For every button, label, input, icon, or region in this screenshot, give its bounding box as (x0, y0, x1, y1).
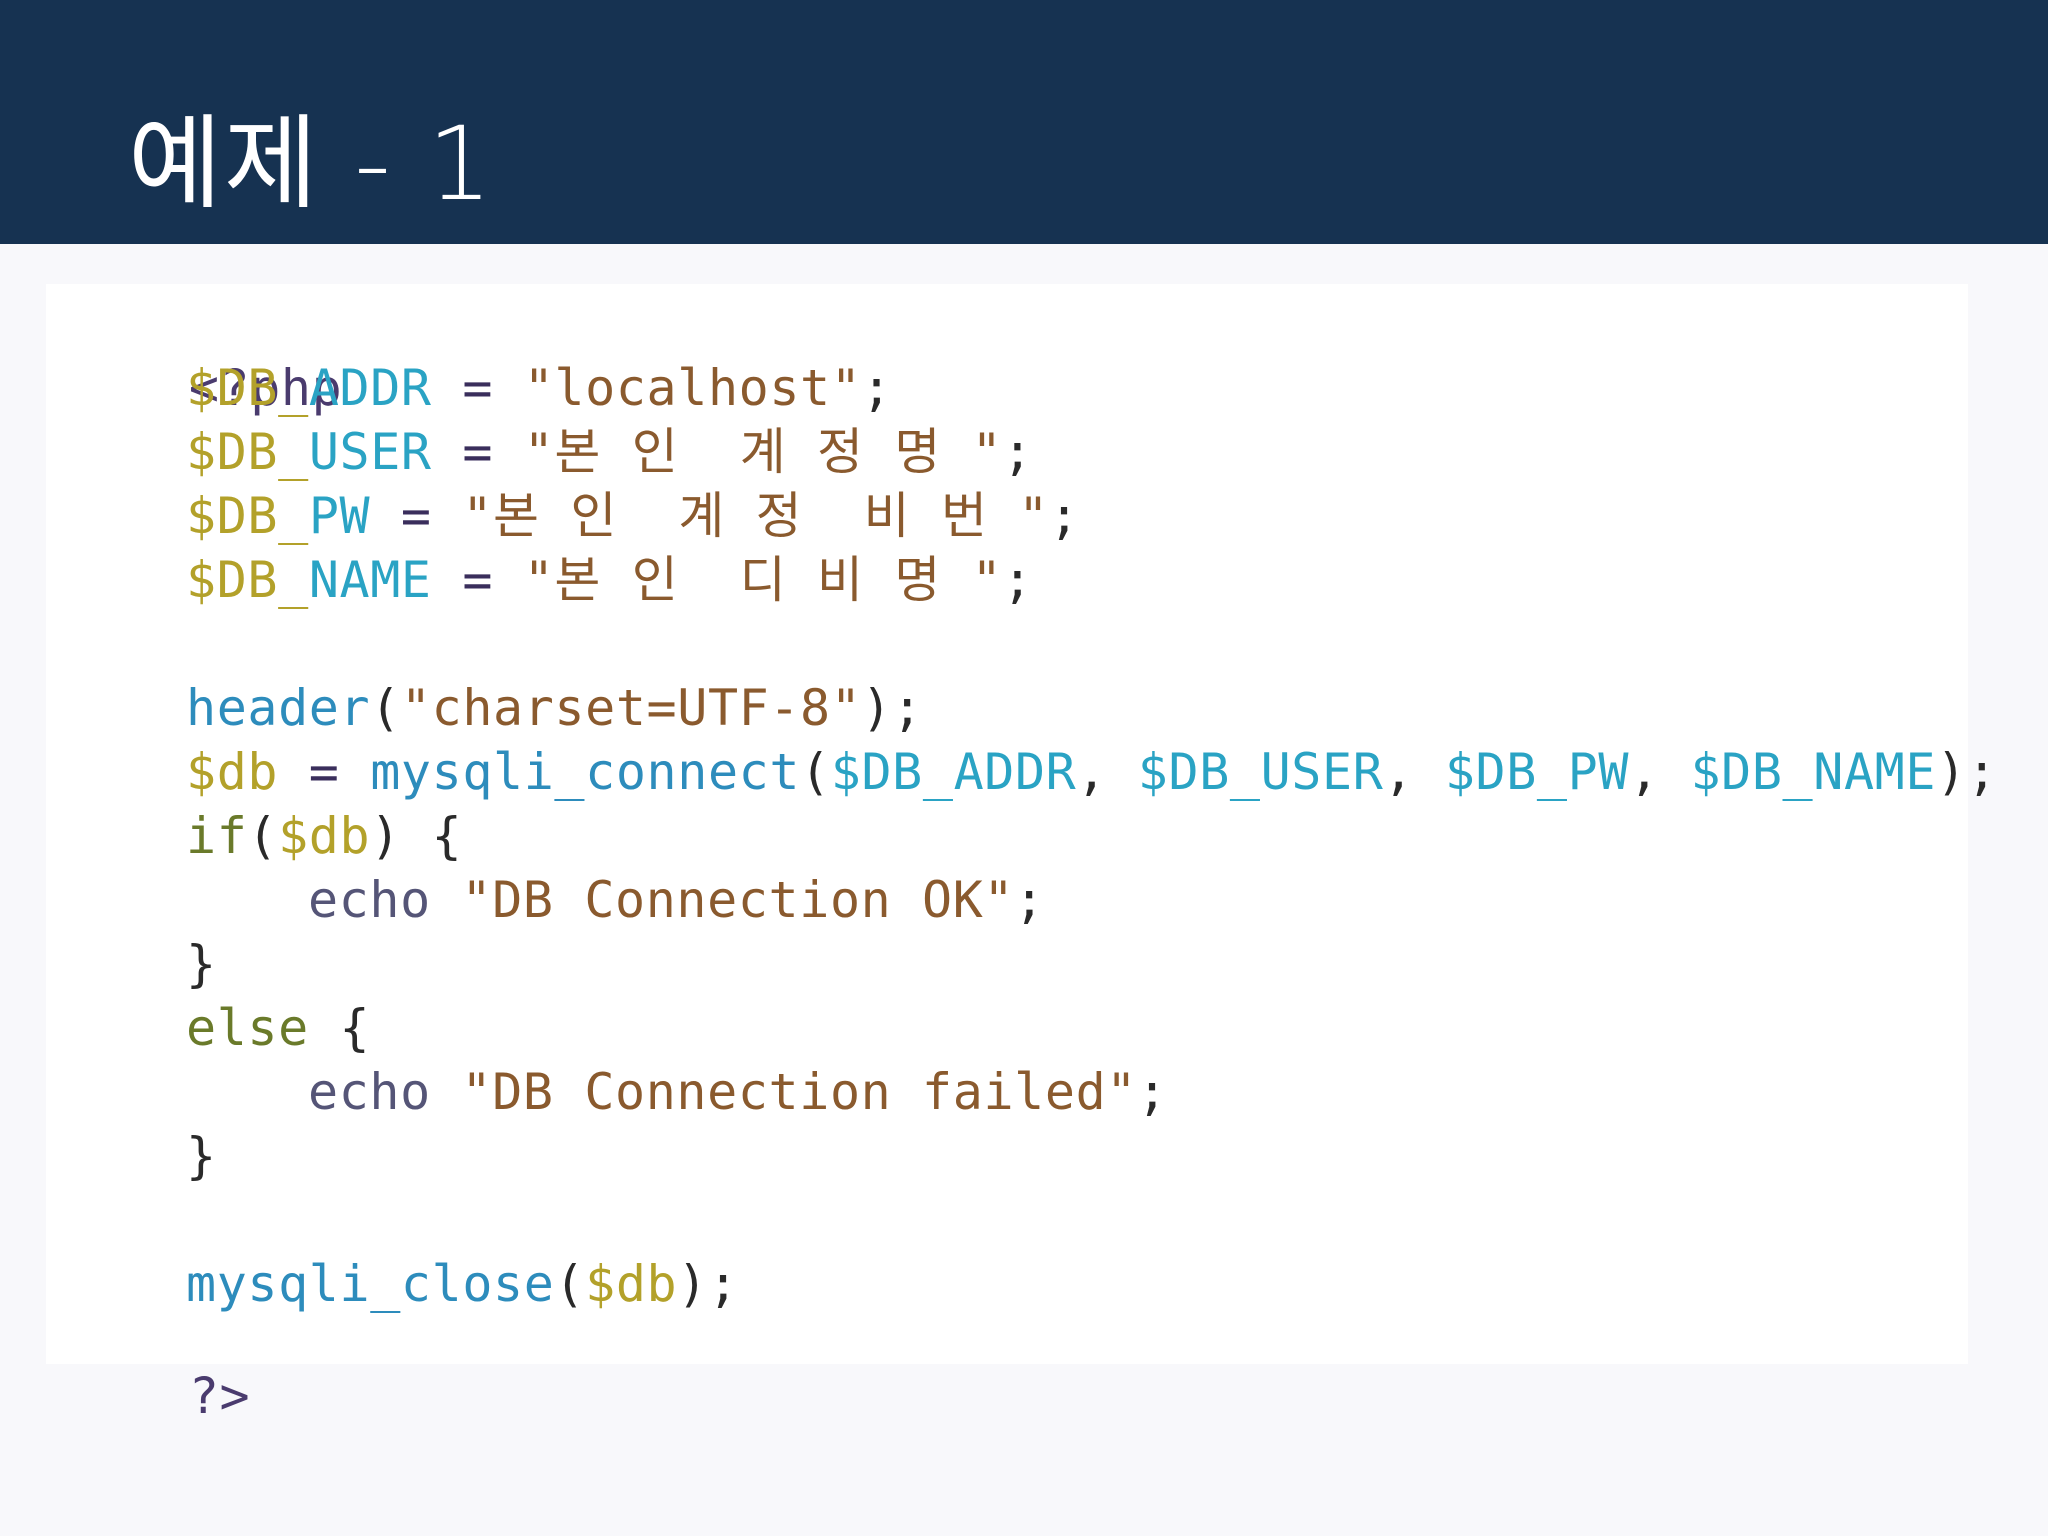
space (431, 1063, 462, 1121)
title-bar: 예제 - 1 (0, 0, 2048, 244)
var-prefix: $DB_ (186, 359, 309, 417)
string-literal: "DB Connection failed" (461, 1063, 1137, 1121)
code-line-echo-failed: echo "DB Connection failed"; (308, 1060, 1168, 1124)
string-literal: "DB Connection OK" (461, 871, 1015, 929)
code-line-header: header("charset=UTF-8"); (186, 676, 923, 740)
var-name: ADDR (308, 359, 432, 417)
code-line-db-addr: $DB_ADDR = "localhost"; (186, 356, 892, 420)
paren: ( (554, 1255, 586, 1313)
code-line-db-name: $DB_NAME = "본 인 디 비 명 "; (186, 548, 1033, 612)
operator: = (370, 487, 463, 545)
function-name: mysqli_close (186, 1255, 555, 1313)
var-db: $db (186, 743, 279, 801)
code-line-close-brace: } (186, 932, 217, 996)
semicolon: ; (1136, 1063, 1168, 1121)
paren-brace: ) { (370, 807, 463, 865)
var-db: $db (585, 1255, 678, 1313)
space (431, 871, 462, 929)
operator: = (278, 743, 371, 801)
operator: = (431, 359, 524, 417)
semicolon: ; (861, 359, 893, 417)
var-prefix: $DB_ (186, 487, 309, 545)
operator: = (431, 551, 524, 609)
code-line-close: mysqli_close($db); (186, 1252, 739, 1316)
brace: } (186, 935, 217, 993)
code-line-connect: $db = mysqli_connect($DB_ADDR, $DB_USER,… (186, 740, 1997, 804)
slide-title: 예제 - 1 (128, 105, 495, 224)
var-name: PW (308, 487, 371, 545)
arg-db-name: $DB_NAME (1690, 743, 1937, 801)
brace: { (308, 999, 371, 1057)
arg-db-pw: $DB_PW (1444, 743, 1630, 801)
function-name: mysqli_connect (370, 743, 801, 801)
string-literal: "본 인 계 정 명 " (523, 423, 1003, 481)
comma: , (1383, 743, 1445, 801)
code-block: <?php $DB_ADDR = "localhost"; $DB_USER =… (46, 284, 1997, 1425)
operator: = (431, 423, 524, 481)
semicolon: ; (1048, 487, 1080, 545)
function-name: header (186, 679, 371, 737)
string-literal: "charset=UTF-8" (400, 679, 862, 737)
keyword-else: else (186, 999, 309, 1057)
code-line-close-brace-2: } (186, 1124, 217, 1188)
keyword-echo: echo (308, 871, 431, 929)
code-line-db-pw: $DB_PW = "본 인 계 정 비 번 "; (186, 484, 1080, 548)
code-line-if: if($db) { (186, 804, 462, 868)
string-literal: "본 인 계 정 비 번 " (462, 487, 1049, 545)
comma: , (1629, 743, 1691, 801)
var-name: USER (308, 423, 432, 481)
var-db: $db (278, 807, 371, 865)
keyword-if: if (186, 807, 248, 865)
code-line-db-user: $DB_USER = "본 인 계 정 명 "; (186, 420, 1033, 484)
paren-semicolon: ); (861, 679, 923, 737)
string-literal: "본 인 디 비 명 " (523, 551, 1003, 609)
paren: ( (800, 743, 831, 801)
var-name: NAME (308, 551, 432, 609)
var-prefix: $DB_ (186, 423, 309, 481)
code-line-php-open: <?php (66, 292, 342, 417)
comma: , (1076, 743, 1138, 801)
paren: ( (370, 679, 401, 737)
arg-db-addr: $DB_ADDR (830, 743, 1077, 801)
var-prefix: $DB_ (186, 551, 309, 609)
paren-semicolon: ); (677, 1255, 739, 1313)
code-line-php-close: ?> (66, 1300, 250, 1425)
code-line-else: else { (186, 996, 370, 1060)
keyword-echo: echo (308, 1063, 431, 1121)
arg-db-user: $DB_USER (1137, 743, 1384, 801)
paren-semicolon: ); (1936, 743, 1998, 801)
string-literal: "localhost" (523, 359, 862, 417)
brace: } (186, 1127, 217, 1185)
semicolon: ; (1002, 423, 1034, 481)
paren: ( (247, 807, 279, 865)
php-open-tag: <?php (188, 359, 343, 417)
semicolon: ; (1014, 871, 1045, 929)
php-close-tag: ?> (188, 1367, 251, 1425)
semicolon: ; (1002, 551, 1034, 609)
code-line-echo-ok: echo "DB Connection OK"; (308, 868, 1045, 932)
